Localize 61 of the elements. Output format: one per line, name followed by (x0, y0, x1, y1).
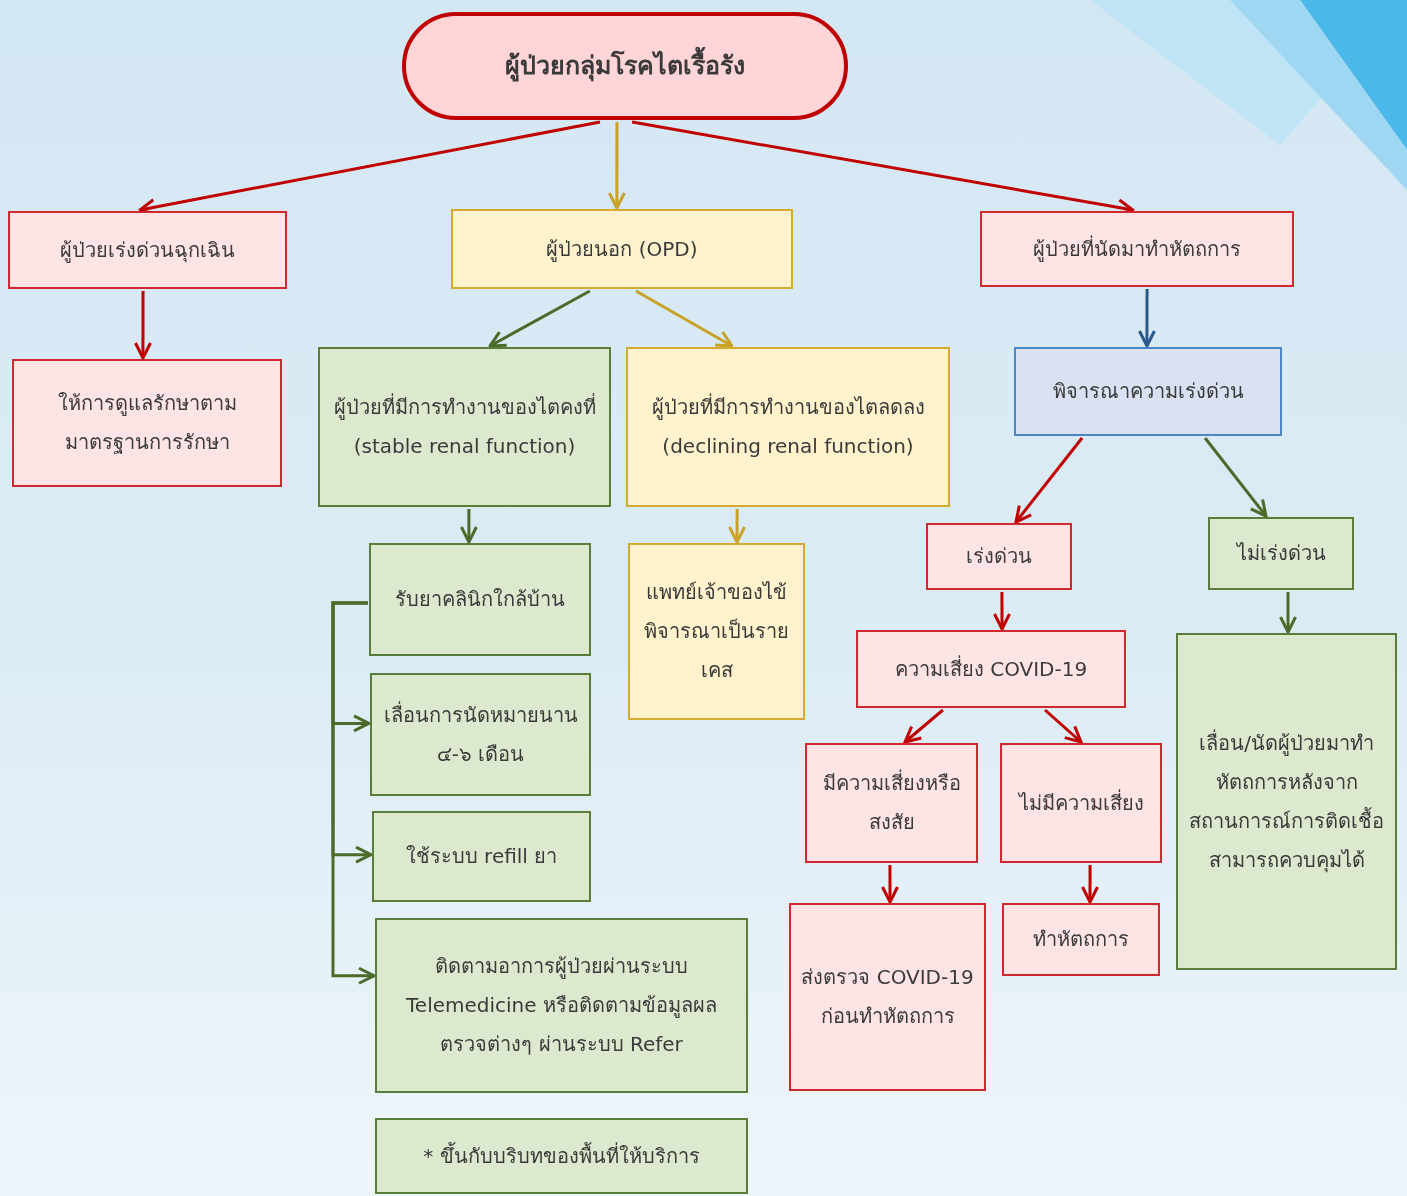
node-label: ผู้ป่วยที่มีการทำงานของไตคงที่ (333, 392, 596, 422)
arrow (133, 291, 152, 360)
process-box (1176, 633, 1397, 970)
node-label: เลื่อน/นัดผู้ป่วยมาทำหัตถการหลังจากสถานการณ์การติดเชื้อสามารถควบคุมได้ (1188, 728, 1385, 875)
process-box (926, 523, 1072, 590)
node-label: ผู้ป่วยที่นัดมาทำหัตถการ (1033, 234, 1241, 264)
process-box (370, 673, 591, 796)
node-label: ติดตามอาการผู้ป่วยผ่านระบบ Telemedicine หรือติดตามข้อมูลผลตรวจต่างๆ ผ่านระบบ Refer (405, 953, 718, 1058)
node-label: ผู้ป่วยที่มีการทำงานของไตลดลง (651, 392, 925, 422)
node-label: ผู้ป่วยนอก (OPD) (546, 235, 698, 264)
node-label: มีความเสี่ยงหรือสงสัย (821, 768, 962, 836)
arrow (1137, 289, 1156, 348)
process-box (626, 347, 950, 507)
arrow (635, 289, 734, 348)
arrow (1203, 437, 1268, 518)
node-label: ใช้ระบบ refill ยา (405, 843, 558, 870)
process-box (789, 903, 986, 1091)
arrow (1044, 708, 1083, 744)
node-label: ส่งตรวจ COVID-19 ก่อนทำหัตถการ (800, 964, 975, 1030)
node-label: ความเสี่ยง COVID-19 (894, 654, 1088, 683)
process-box (805, 743, 978, 863)
arrow (728, 509, 747, 544)
process-box (628, 543, 805, 720)
arrow (993, 592, 1011, 631)
node-label: รับยาคลินิกใกล้บ้าน (395, 586, 565, 613)
node-label: ทำหัตถการ (1033, 926, 1129, 953)
process-box (375, 918, 748, 1093)
node-label: เร่งด่วน (966, 543, 1032, 570)
node-label: ให้การดูแลรักษาตามมาตรฐานการรักษา (56, 390, 238, 456)
process-box (980, 211, 1294, 287)
process-box (1208, 517, 1354, 590)
node-label: (declining renal function) (662, 433, 914, 460)
node-label: (stable renal function) (353, 433, 576, 460)
process-box (451, 209, 793, 289)
arrow (331, 601, 376, 985)
node-label: ผู้ป่วยกลุ่มโรคไตเรื้อรัง (505, 41, 745, 91)
process-box (12, 359, 282, 487)
arrow (1081, 865, 1100, 904)
process-box (1000, 743, 1162, 863)
process-box (369, 543, 591, 656)
arrow (1279, 592, 1298, 634)
node-label: ไม่เร่งด่วน (1236, 540, 1326, 567)
process-box (372, 811, 591, 902)
node-label: ไม่มีความเสี่ยง (1018, 788, 1144, 817)
process-box (1002, 903, 1160, 976)
node-label: พิจารณาความเร่งด่วน (1052, 378, 1244, 405)
process-box (375, 1118, 748, 1194)
arrow (459, 509, 478, 544)
process-box (1014, 347, 1282, 436)
node-label: ผู้ป่วยเร่งด่วนฉุกเฉิน (60, 236, 235, 265)
node-label: เลื่อนการนัดหมายนาน ๔-๖ เดือน (382, 700, 579, 768)
arrow (1014, 437, 1084, 524)
arrow (903, 708, 944, 744)
arrow (607, 122, 626, 210)
process-box (318, 347, 611, 507)
node-label: แพทย์เจ้าของไข้พิจารณาเป็นรายเคส (643, 579, 790, 684)
arrow (881, 865, 899, 904)
node-label: * ขึ้นกับบริบทของพื้นที่ให้บริการ (423, 1141, 700, 1170)
process-box (856, 630, 1126, 708)
process-box (8, 211, 287, 289)
arrow (488, 289, 591, 348)
